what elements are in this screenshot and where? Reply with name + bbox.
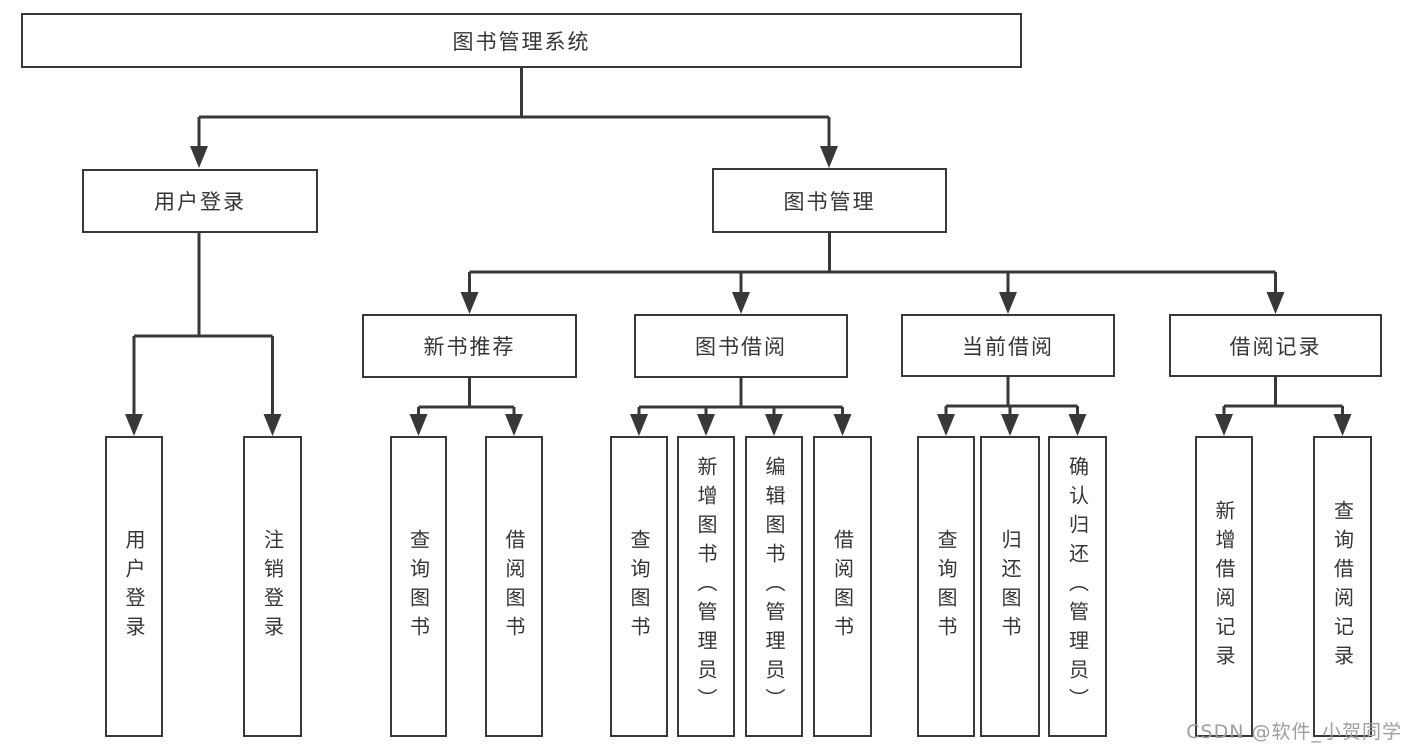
node-root: 图书管理系统 bbox=[21, 13, 1022, 68]
leaf-confirm-return-admin-label: 确认归还（管理员） bbox=[1065, 456, 1090, 717]
node-book-borrow: 图书借阅 bbox=[634, 314, 848, 378]
leaf-add-books-admin: 新增图书（管理员） bbox=[677, 436, 735, 737]
node-borrow-records-label: 借阅记录 bbox=[1229, 334, 1322, 359]
node-current-borrow-label: 当前借阅 bbox=[962, 334, 1054, 359]
leaf-query-books-borrow: 查询图书 bbox=[610, 436, 668, 737]
leaf-confirm-return-admin: 确认归还（管理员） bbox=[1048, 436, 1107, 737]
leaf-query-books-current-label: 查询图书 bbox=[934, 528, 958, 645]
leaf-query-books-recommend: 查询图书 bbox=[390, 436, 447, 737]
node-book-management-label: 图书管理 bbox=[783, 189, 876, 214]
leaf-return-books: 归还图书 bbox=[980, 436, 1040, 737]
node-current-borrow: 当前借阅 bbox=[901, 314, 1115, 377]
leaf-query-books-recommend-label: 查询图书 bbox=[406, 528, 431, 645]
node-borrow-records: 借阅记录 bbox=[1169, 314, 1382, 377]
connector-user-login-children bbox=[125, 233, 282, 436]
connector-new-book-recommend-children bbox=[409, 378, 523, 436]
leaf-edit-books-admin: 编辑图书（管理员） bbox=[745, 436, 803, 737]
node-new-book-recommend: 新书推荐 bbox=[362, 314, 577, 378]
node-new-book-recommend-label: 新书推荐 bbox=[423, 335, 516, 359]
leaf-add-books-admin-label: 新增图书（管理员） bbox=[694, 456, 718, 717]
leaf-user-login-label: 用户登录 bbox=[122, 528, 146, 645]
leaf-query-books-current: 查询图书 bbox=[917, 436, 975, 737]
leaf-logout: 注销登录 bbox=[243, 436, 302, 737]
node-book-borrow-label: 图书借阅 bbox=[695, 335, 787, 359]
leaf-query-borrow-record: 查询借阅记录 bbox=[1313, 436, 1372, 737]
node-book-management: 图书管理 bbox=[712, 168, 947, 233]
leaf-edit-books-admin-label: 编辑图书（管理员） bbox=[762, 456, 786, 717]
leaf-logout-label: 注销登录 bbox=[260, 528, 285, 645]
node-root-label: 图书管理系统 bbox=[452, 29, 591, 54]
node-user-login-label: 用户登录 bbox=[154, 190, 246, 214]
watermark: CSDN @软件_小贺同学 bbox=[1186, 721, 1402, 743]
connector-book-management-children bbox=[460, 233, 1285, 314]
node-user-login: 用户登录 bbox=[82, 169, 318, 233]
leaf-add-borrow-record: 新增借阅记录 bbox=[1195, 436, 1253, 737]
leaf-borrow-books-recommend: 借阅图书 bbox=[485, 436, 543, 737]
connector-root-to-level2 bbox=[190, 68, 838, 168]
connector-borrow-records-children bbox=[1215, 377, 1352, 436]
leaf-query-books-borrow-label: 查询图书 bbox=[627, 528, 651, 645]
connector-book-borrow-children bbox=[630, 378, 852, 436]
leaf-return-books-label: 归还图书 bbox=[998, 528, 1022, 645]
leaf-borrow-books-recommend-label: 借阅图书 bbox=[502, 528, 526, 645]
leaf-borrow-books-label: 借阅图书 bbox=[830, 528, 855, 645]
leaf-borrow-books: 借阅图书 bbox=[813, 436, 872, 737]
leaf-add-borrow-record-label: 新增借阅记录 bbox=[1212, 499, 1236, 674]
leaf-query-borrow-record-label: 查询借阅记录 bbox=[1330, 499, 1355, 674]
leaf-user-login: 用户登录 bbox=[105, 436, 163, 737]
connector-current-borrow-children bbox=[937, 377, 1087, 436]
